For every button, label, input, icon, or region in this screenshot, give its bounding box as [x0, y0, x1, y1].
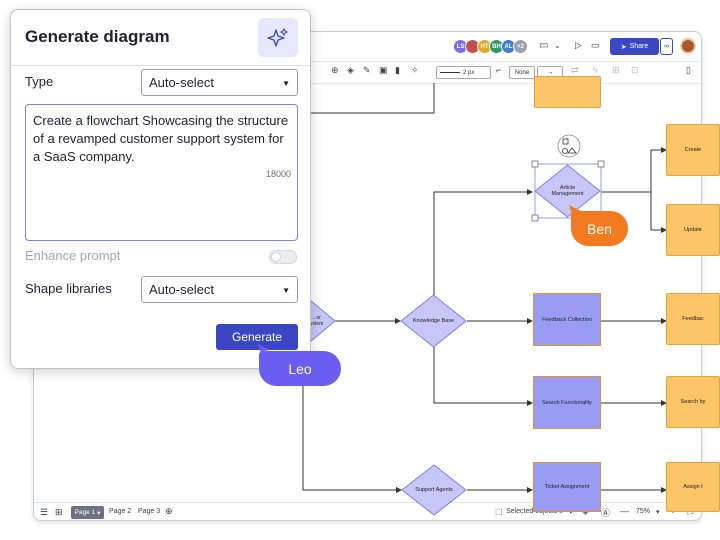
node-label: Feedback Collection	[542, 316, 592, 323]
type-label: Type	[25, 74, 54, 89]
position-icon[interactable]: ⊕	[331, 65, 339, 75]
node-label: Assign t	[683, 484, 703, 490]
shape-libraries-label: Shape libraries	[25, 281, 112, 296]
shape-libraries-select[interactable]: Auto-select ▼	[141, 276, 298, 303]
caret-down-icon: ▼	[282, 79, 290, 88]
unlock-icon[interactable]: ⊡	[631, 65, 639, 75]
zoom-chevron-icon[interactable]: ▾	[656, 509, 660, 516]
magic-icon[interactable]: ✧	[411, 65, 419, 75]
swap-icon[interactable]: ⇄	[571, 65, 579, 75]
node-label: Search Functionality	[542, 399, 592, 406]
ben-cursor-label: Ben	[571, 211, 628, 246]
image-icon[interactable]: ▣	[379, 65, 388, 75]
chevron-down-icon[interactable]: ⌄	[554, 41, 561, 50]
tab-page-2[interactable]: Page 2	[109, 508, 132, 515]
toggle-knob	[271, 252, 281, 262]
send-icon: ➤	[620, 43, 627, 51]
line-weight-value: 2 px	[463, 69, 475, 76]
copy-link-button[interactable]: ∞	[660, 38, 673, 55]
partial-orange-node-top[interactable]	[534, 76, 601, 108]
present-icon[interactable]: ▷	[575, 40, 582, 50]
node-label: Search by	[680, 399, 706, 405]
cursor-name: Ben	[587, 220, 612, 237]
caret-down-icon: ▼	[282, 286, 290, 295]
char-count: 18000	[265, 169, 291, 179]
node-label: Feedbac	[682, 316, 704, 322]
node-support-agents[interactable]: Support Agents	[401, 464, 467, 516]
page-tab-label: Page 1	[74, 509, 96, 516]
node-update[interactable]: Update	[666, 204, 720, 256]
enhance-prompt-label: Enhance prompt	[25, 248, 121, 263]
node-label: Article Management	[551, 185, 584, 197]
grid-view-icon[interactable]: ⊞	[55, 507, 63, 517]
generate-diagram-panel: Generate diagram Type Auto-select ▼ Crea…	[10, 9, 311, 369]
panel-divider	[11, 65, 310, 66]
line-color-icon[interactable]: ✎	[363, 65, 371, 75]
add-page-icon[interactable]: ⊕	[165, 506, 173, 516]
current-user-avatar[interactable]	[680, 38, 696, 54]
help-icon[interactable]: Ⓐ	[601, 508, 611, 518]
node-label: Ticket Assignment	[544, 484, 590, 490]
prompt-text: Create a flowchart Showcasing the struct…	[33, 113, 289, 164]
node-label: Knowledge Base	[412, 318, 455, 324]
generate-label: Generate	[231, 330, 283, 344]
connector-style-icon[interactable]: ⌐	[496, 65, 502, 75]
share-button[interactable]: ➤ Share	[610, 38, 659, 55]
node-assign[interactable]: Assign t	[666, 462, 720, 512]
generate-button[interactable]: Generate	[216, 324, 298, 350]
video-icon[interactable]: ▭	[591, 40, 600, 50]
collaborator-avatar[interactable]: +2	[513, 39, 528, 54]
node-label: ...or ystem	[310, 315, 324, 327]
node-label: Create	[684, 147, 702, 153]
link-icon: ∞	[664, 43, 669, 50]
node-ticket-assignment[interactable]: Ticket Assignment	[533, 462, 601, 512]
node-label: Update	[684, 227, 702, 233]
tab-page-1[interactable]: Page 1 ▾	[71, 506, 104, 519]
zoom-level[interactable]: 75%	[636, 508, 651, 515]
chevron-down-icon[interactable]: ▾	[569, 509, 573, 516]
arrow-start-value: None	[514, 69, 530, 76]
list-view-icon[interactable]: ☰	[40, 507, 49, 517]
cursor-name: Leo	[288, 360, 312, 377]
selection-icon: ⬚	[495, 507, 503, 516]
leo-cursor-label: Leo	[259, 351, 341, 386]
node-search-functionality[interactable]: Search Functionality	[533, 376, 601, 429]
sparkle-icon	[267, 27, 289, 47]
fill-color-icon[interactable]: ◈	[347, 65, 354, 75]
bolt-icon[interactable]: ϟ	[593, 65, 598, 75]
panel-toggle-icon[interactable]: ▯	[686, 65, 691, 75]
prompt-textarea[interactable]: Create a flowchart Showcasing the struct…	[25, 104, 298, 241]
share-label: Share	[629, 43, 649, 50]
zoom-out-button[interactable]: —	[620, 506, 629, 516]
node-label: Support Agents	[415, 487, 453, 493]
ai-sparkle-button[interactable]	[258, 18, 298, 57]
selected-objects-label[interactable]: Selected objects	[506, 508, 558, 515]
node-create[interactable]: Create	[666, 124, 720, 176]
chat-icon[interactable]: ▭	[539, 40, 549, 51]
arrow-start-select[interactable]: None	[509, 66, 535, 79]
tab-page-3[interactable]: Page 3	[138, 508, 161, 515]
enhance-prompt-toggle[interactable]	[269, 250, 297, 264]
bottom-bar: ☰ ⊞ Page 1 ▾ Page 2 Page 3 ⊕ ⬚ Selected …	[34, 502, 701, 520]
line-weight-select[interactable]: 2 px	[436, 66, 491, 79]
shape-libraries-value: Auto-select	[149, 282, 215, 297]
node-feedback-collection[interactable]: Feedback Collection	[533, 293, 601, 346]
type-select[interactable]: Auto-select ▼	[141, 69, 298, 96]
node-feedback[interactable]: Feedbac	[666, 293, 720, 345]
panel-title: Generate diagram	[25, 27, 170, 46]
type-select-value: Auto-select	[149, 75, 215, 90]
node-search-by[interactable]: Search by	[666, 376, 720, 428]
lock-icon[interactable]: ▮	[395, 65, 400, 75]
node-knowledge-base[interactable]: Knowledge Base	[400, 294, 467, 348]
group-icon[interactable]: ⊞	[612, 65, 620, 75]
